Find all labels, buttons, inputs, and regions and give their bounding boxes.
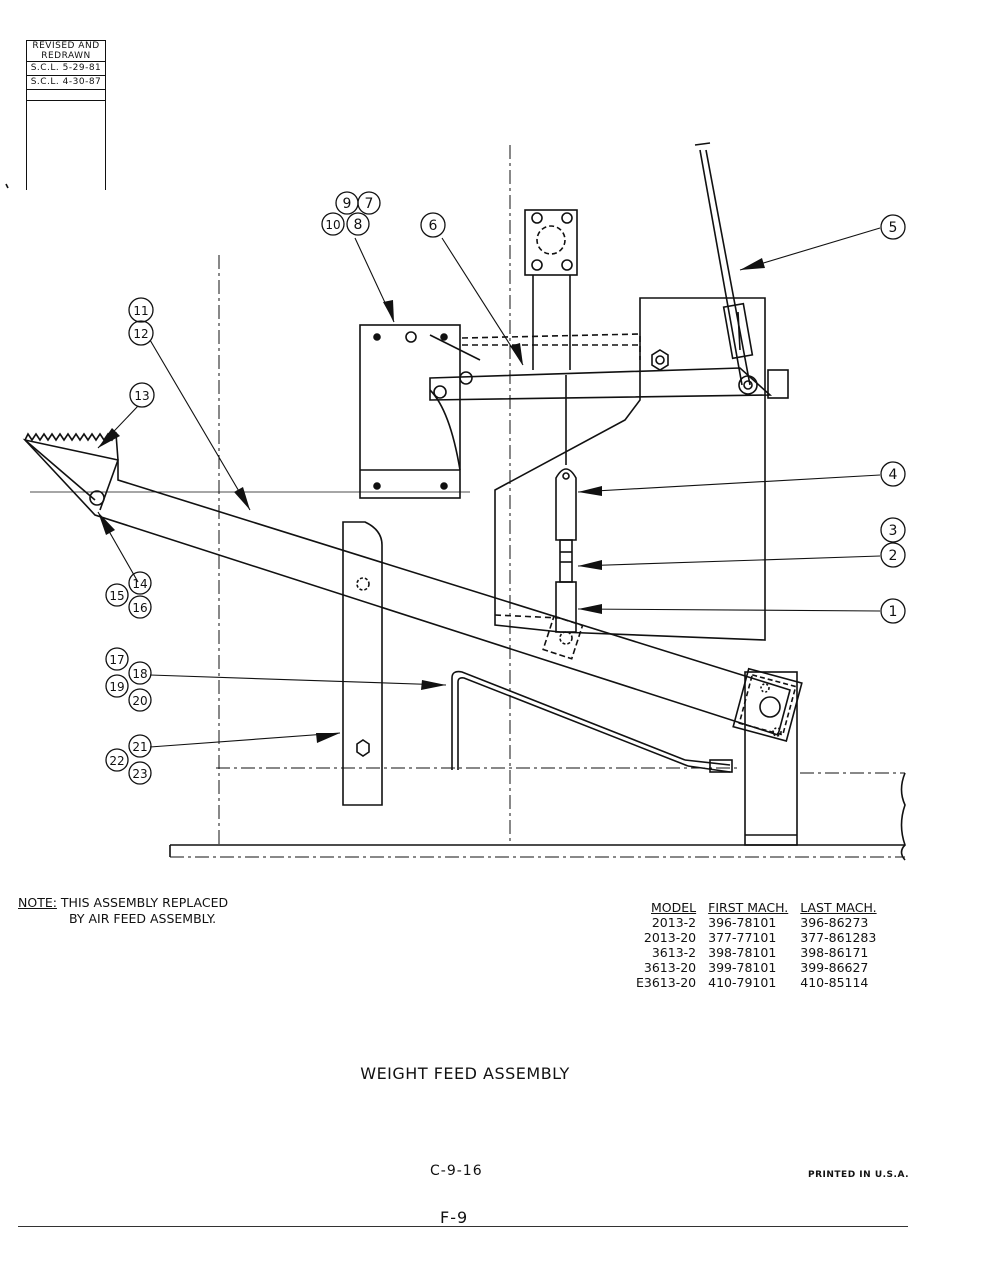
- callout-label: 14: [132, 577, 147, 591]
- cell-first: 410-79101: [708, 975, 777, 990]
- callout-label: 22: [109, 754, 124, 768]
- spring-rod: [451, 670, 733, 773]
- callout-label: 18: [132, 667, 147, 681]
- callout-label: 7: [365, 196, 374, 212]
- cell-model: E3613-20: [636, 975, 697, 990]
- revision-entry-blank: [27, 90, 105, 101]
- callout-label: 16: [132, 601, 147, 615]
- callout-5: [880, 214, 906, 240]
- callout-1: [880, 598, 906, 624]
- centerlines: [170, 145, 905, 858]
- cell-first: 377-77101: [708, 930, 777, 945]
- cell-model: 2013-2: [651, 915, 697, 930]
- col-last-mach: LAST MACH.: [800, 900, 877, 915]
- table-row: 3613-20 399-78101 399-86627: [630, 960, 883, 975]
- table-row: 2013-2 396-78101 396-86273: [630, 915, 883, 930]
- callout-21-23: [105, 734, 152, 785]
- callout-labels: 5 9 7 10 8 6 11 12 13 14 15 16 17 18 19 …: [109, 196, 897, 781]
- callout-label: 20: [132, 694, 147, 708]
- clamp-block: [359, 324, 481, 499]
- callout-label: 21: [132, 740, 147, 754]
- revision-heading: REVISED AND REDRAWN: [27, 40, 105, 62]
- revision-entry-1: S.C.L. 5-29-81: [27, 62, 105, 76]
- revision-box: REVISED AND REDRAWN S.C.L. 5-29-81 S.C.L…: [26, 40, 106, 190]
- revision-heading-line2: REDRAWN: [41, 51, 91, 61]
- revision-entry-2: S.C.L. 4-30-87: [27, 76, 105, 90]
- callout-label: 10: [325, 218, 340, 232]
- callout-label: 23: [132, 767, 147, 781]
- side-plate: [494, 297, 766, 641]
- cell-last: 410-85114: [800, 975, 869, 990]
- note-line2: BY AIR FEED ASSEMBLY.: [69, 911, 217, 926]
- callout-11-12: [128, 297, 154, 346]
- col-model: MODEL: [651, 900, 697, 915]
- callout-4: [880, 461, 906, 487]
- table-row: 3613-2 398-78101 398-86171: [630, 945, 883, 960]
- page-title: WEIGHT FEED ASSEMBLY: [360, 1064, 570, 1083]
- figure-number: F-9: [440, 1208, 469, 1227]
- top-bracket: [524, 209, 578, 370]
- callout-label: 13: [134, 389, 149, 403]
- callout-label: 15: [109, 589, 124, 603]
- callout-6: [420, 212, 446, 238]
- callout-label: 9: [343, 196, 352, 212]
- cell-first: 398-78101: [708, 945, 777, 960]
- cell-last: 377-861283: [800, 930, 877, 945]
- revision-heading-line1: REVISED AND: [32, 41, 100, 51]
- stray-mark: [5, 183, 9, 189]
- callout-label: 4: [889, 467, 898, 483]
- callout-14-15-16: [105, 571, 152, 619]
- callout-13: [129, 382, 155, 408]
- callout-9-7-10-8: [321, 191, 381, 236]
- cell-first: 396-78101: [708, 915, 777, 930]
- callout-label: 19: [109, 680, 124, 694]
- model-table: MODEL FIRST MACH. LAST MACH. 2013-2 396-…: [630, 900, 883, 990]
- rod-assembly: [542, 375, 584, 660]
- callout-label: 1: [889, 604, 898, 620]
- callout-label: 17: [109, 653, 124, 667]
- callout-label: 5: [889, 220, 898, 236]
- note-line1: THIS ASSEMBLY REPLACED: [60, 895, 229, 910]
- arrowheads: [98, 258, 765, 743]
- cell-model: 2013-20: [643, 930, 697, 945]
- callout-label: 11: [133, 304, 148, 318]
- note-label: NOTE:: [18, 895, 57, 910]
- col-first-mach: FIRST MACH.: [708, 900, 789, 915]
- printed-notice: PRINTED IN U.S.A.: [808, 1170, 909, 1180]
- upright-post: [342, 521, 383, 806]
- callout-17-20: [105, 647, 152, 712]
- handle-lever: [694, 142, 758, 395]
- base-rail: [169, 772, 906, 861]
- callout-3-2: [880, 517, 906, 568]
- callout-label: 2: [889, 548, 898, 564]
- callout-label: 8: [354, 217, 363, 233]
- cell-model: 3613-2: [651, 945, 697, 960]
- callout-balloons: [105, 191, 906, 785]
- table-row: 2013-20 377-77101 377-861283: [630, 930, 883, 945]
- cell-first: 399-78101: [708, 960, 777, 975]
- table-row: E3613-20 410-79101 410-85114: [630, 975, 883, 990]
- callout-label: 6: [429, 218, 438, 234]
- page-code: C-9-16: [430, 1163, 483, 1179]
- leader-lines: [97, 227, 881, 748]
- cell-model: 3613-20: [643, 960, 697, 975]
- cell-last: 398-86171: [800, 945, 869, 960]
- callout-label: 12: [133, 327, 148, 341]
- rear-support: [744, 671, 798, 846]
- assembly-note: NOTE: THIS ASSEMBLY REPLACED BY AIR FEED…: [18, 895, 228, 927]
- footer-divider: [18, 1226, 908, 1227]
- cell-last: 396-86273: [800, 915, 869, 930]
- cell-last: 399-86627: [800, 960, 869, 975]
- callout-label: 3: [889, 523, 898, 539]
